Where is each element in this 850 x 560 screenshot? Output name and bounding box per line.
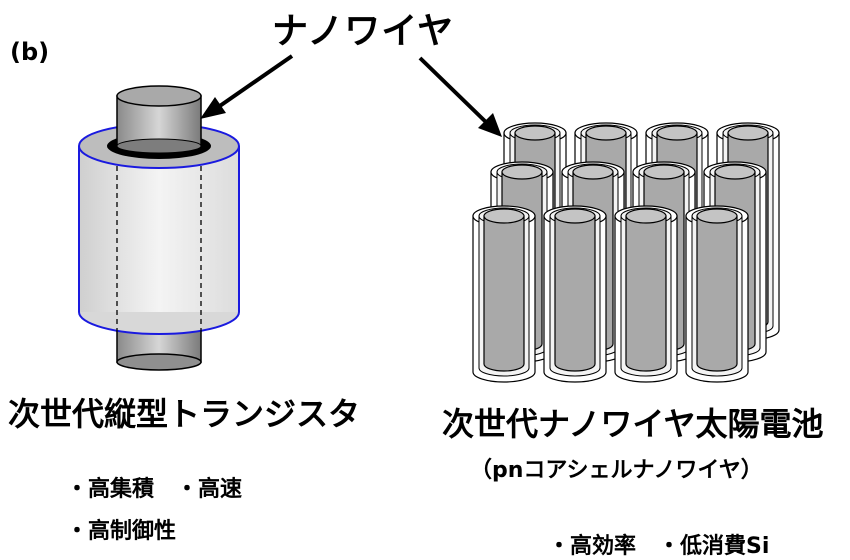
transistor-feature-1: ・高集積 ・高速 [66,477,243,502]
nanowire [614,205,678,383]
solar-cell-subtitle: （pnコアシェルナノワイヤ） [470,458,763,483]
arrow-to-solar-cell [418,56,492,128]
vertical-transistor [78,85,240,371]
nanowire-label: ナノワイヤ [272,11,455,52]
transistor-core-bottom-cap [116,353,202,371]
transistor-feature-2: ・高制御性 [66,519,177,544]
panel-label: (b) [10,38,50,66]
nanowire [543,205,607,383]
transistor-core-base [116,138,202,154]
arrow-head-left [200,97,226,119]
arrows [200,54,502,137]
nanowire [685,205,749,383]
solar-cell-title: 次世代ナノワイヤ太陽電池 [442,405,824,443]
solar-cell-feature-1: ・高効率 ・低消費Si [548,534,770,559]
nanowire [472,205,536,383]
arrow-head-right [478,113,502,137]
transistor-title: 次世代縦型トランジスタ [8,395,361,433]
transistor-core-top-cap [116,85,202,107]
nanowire-array [472,122,780,383]
arrow-to-transistor [212,54,294,112]
